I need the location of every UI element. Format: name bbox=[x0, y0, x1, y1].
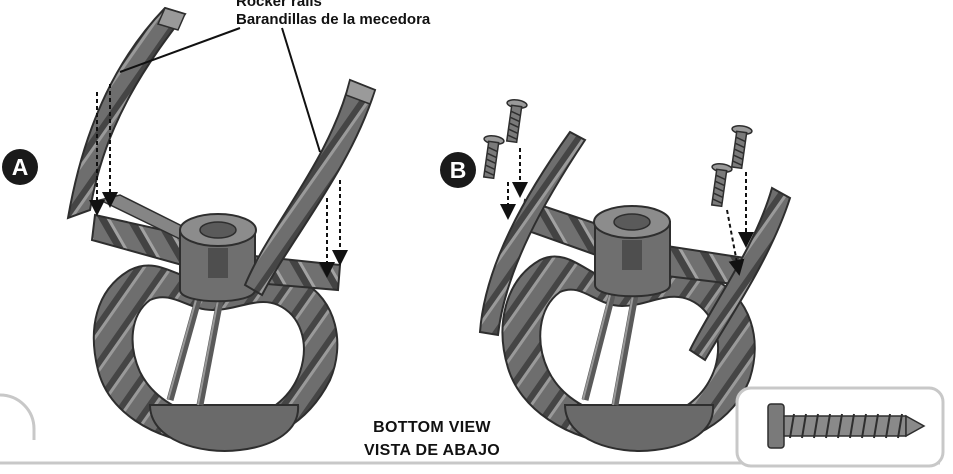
screw-icon bbox=[727, 125, 753, 169]
screw-icon bbox=[479, 135, 505, 179]
rocker-rail-left-a bbox=[68, 8, 185, 218]
hub-b bbox=[594, 206, 670, 296]
view-caption-en: BOTTOM VIEW bbox=[373, 419, 491, 436]
callout-label-en: Rocker rails bbox=[236, 0, 322, 10]
screw-icon bbox=[502, 99, 528, 143]
step-a-badge: A bbox=[2, 149, 38, 185]
screw-inset bbox=[737, 388, 943, 466]
callout-label-es: Barandillas de la mecedora bbox=[236, 11, 431, 28]
rocker-rails-callout: Rocker rails Barandillas de la mecedora bbox=[236, 0, 431, 28]
hub-a bbox=[180, 214, 256, 301]
step-b-badge: B bbox=[440, 152, 476, 188]
view-caption: BOTTOM VIEW VISTA DE ABAJO bbox=[364, 419, 500, 459]
screws-b bbox=[479, 99, 753, 207]
step-a-letter: A bbox=[12, 154, 29, 180]
step-a-illustration: A bbox=[2, 8, 375, 451]
screw-icon bbox=[707, 163, 733, 207]
step-b-letter: B bbox=[450, 157, 467, 183]
view-caption-es: VISTA DE ABAJO bbox=[364, 442, 500, 459]
